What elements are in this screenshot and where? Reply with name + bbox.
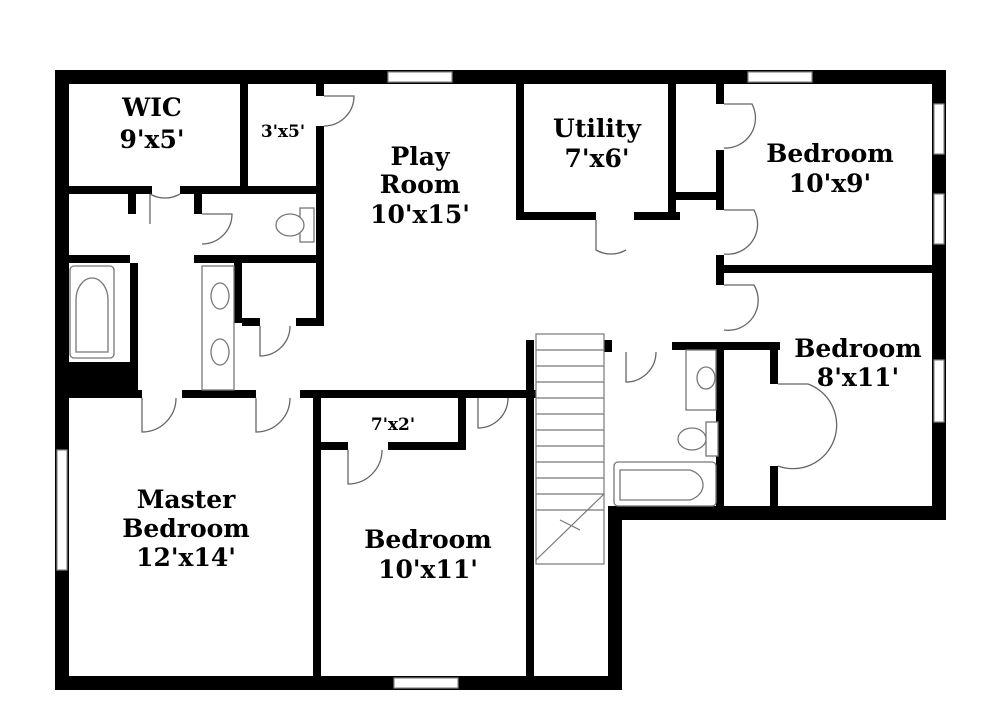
staircase (535, 333, 605, 565)
utility-name: Utility (553, 114, 642, 143)
play-room-name-line1: Play (390, 142, 450, 171)
window-north-bedroom (747, 71, 813, 83)
room-labels: WIC 9'x5' 3'x5' Play Room 10'x15' Utilit… (119, 93, 921, 584)
wic-size: 9'x5' (119, 125, 184, 154)
window-north-play (387, 71, 453, 83)
bedroom-s-size: 10'x11' (378, 555, 478, 584)
window-west-master (56, 449, 68, 571)
bath-fixtures (69, 207, 719, 507)
master-size: 12'x14' (136, 543, 236, 572)
wic-name: WIC (121, 93, 182, 122)
windows (56, 71, 945, 689)
closet-mid-size: 7'x2' (371, 415, 415, 435)
window-east-3 (933, 359, 945, 423)
interior-walls (62, 84, 938, 682)
door-swings (141, 95, 838, 485)
bedroom-e-size: 8'x11' (817, 363, 899, 392)
window-east-2 (933, 193, 945, 245)
master-name-line1: Master (137, 485, 236, 514)
bedroom-ne-size: 10'x9' (789, 169, 871, 198)
bedroom-ne-name: Bedroom (766, 139, 894, 168)
toilet-east (705, 421, 719, 457)
bedroom-e-name: Bedroom (794, 334, 922, 363)
master-name-line2: Bedroom (122, 514, 250, 543)
play-room-size: 10'x15' (370, 200, 470, 229)
bedroom-s-name: Bedroom (364, 525, 492, 554)
closet-small-size: 3'x5' (261, 122, 305, 142)
utility-size: 7'x6' (564, 144, 629, 173)
play-room-name-line2: Room (380, 170, 461, 199)
window-east-1 (933, 103, 945, 155)
window-south (393, 677, 459, 689)
